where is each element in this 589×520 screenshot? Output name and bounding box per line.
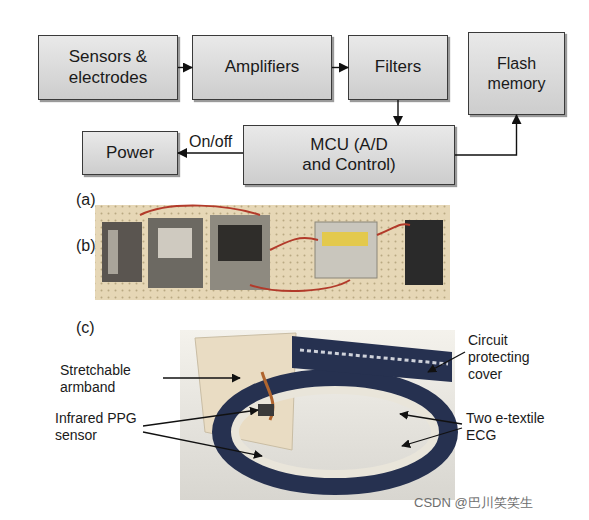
connector-block — [102, 222, 142, 282]
switch-block — [405, 220, 443, 285]
flow-arrow — [178, 67, 192, 68]
box-label: Sensors & electrodes — [48, 47, 168, 88]
box-label: Filters — [375, 57, 421, 77]
process-box: Filters — [348, 35, 448, 100]
leader-line — [428, 352, 465, 372]
box-content: Sensors & electrodes — [48, 47, 168, 88]
leader-line — [400, 414, 462, 424]
leader-line — [143, 410, 258, 426]
battery-label — [322, 232, 368, 246]
panel-letter: (c) — [76, 318, 116, 337]
breadboard — [95, 205, 450, 300]
callout-text: Infrared PPG sensor — [55, 410, 137, 444]
box-content: Filters — [375, 57, 421, 77]
chip — [218, 225, 262, 261]
process-box: Amplifiers — [192, 35, 332, 100]
watermark: CSDN @巴川笑笑生 — [414, 495, 584, 511]
callout-leaders — [143, 352, 465, 456]
circuit-board — [210, 215, 270, 290]
process-box: Sensors & electrodes — [38, 35, 178, 100]
ppg-sensor — [258, 404, 274, 416]
e-textile-strip — [235, 390, 435, 474]
leader-line — [163, 377, 240, 378]
circuit-cover — [292, 336, 452, 382]
flow-arrow — [332, 67, 348, 68]
process-box: MCU (A/D and Control) — [243, 125, 455, 185]
box-content: Power — [106, 143, 154, 163]
callout-text: Two e-textile ECG — [466, 410, 561, 444]
box-label: Amplifiers — [225, 57, 300, 77]
panel-letter: (a) — [76, 190, 116, 209]
box-content: Amplifiers — [225, 57, 300, 77]
panel-letter: (b) — [76, 236, 116, 255]
flow-arrow — [397, 100, 398, 125]
connector-pins — [108, 230, 118, 274]
stitching — [300, 350, 448, 364]
prototype-photo — [95, 205, 450, 300]
box-label: Power — [106, 143, 154, 163]
callout-text: Circuit protecting cover — [468, 332, 550, 382]
process-box: Power — [82, 131, 178, 175]
box-label: Flash memory — [477, 54, 557, 92]
battery — [315, 222, 377, 278]
armband-loop — [223, 380, 447, 484]
callout-text: Stretchable armband — [60, 362, 155, 396]
chip — [158, 228, 192, 258]
leader-line — [402, 428, 462, 446]
box-label: MCU (A/D and Control) — [274, 135, 424, 176]
leader-line — [143, 432, 262, 456]
process-box: Flash memory — [468, 32, 565, 115]
wire — [140, 206, 410, 291]
flow-arrow — [455, 115, 517, 155]
box-content: MCU (A/D and Control) — [274, 135, 424, 176]
flow-arrow — [178, 152, 243, 153]
box-content: Flash memory — [477, 54, 557, 92]
edge-label: On/off — [189, 133, 232, 151]
sensor-module — [148, 218, 203, 288]
